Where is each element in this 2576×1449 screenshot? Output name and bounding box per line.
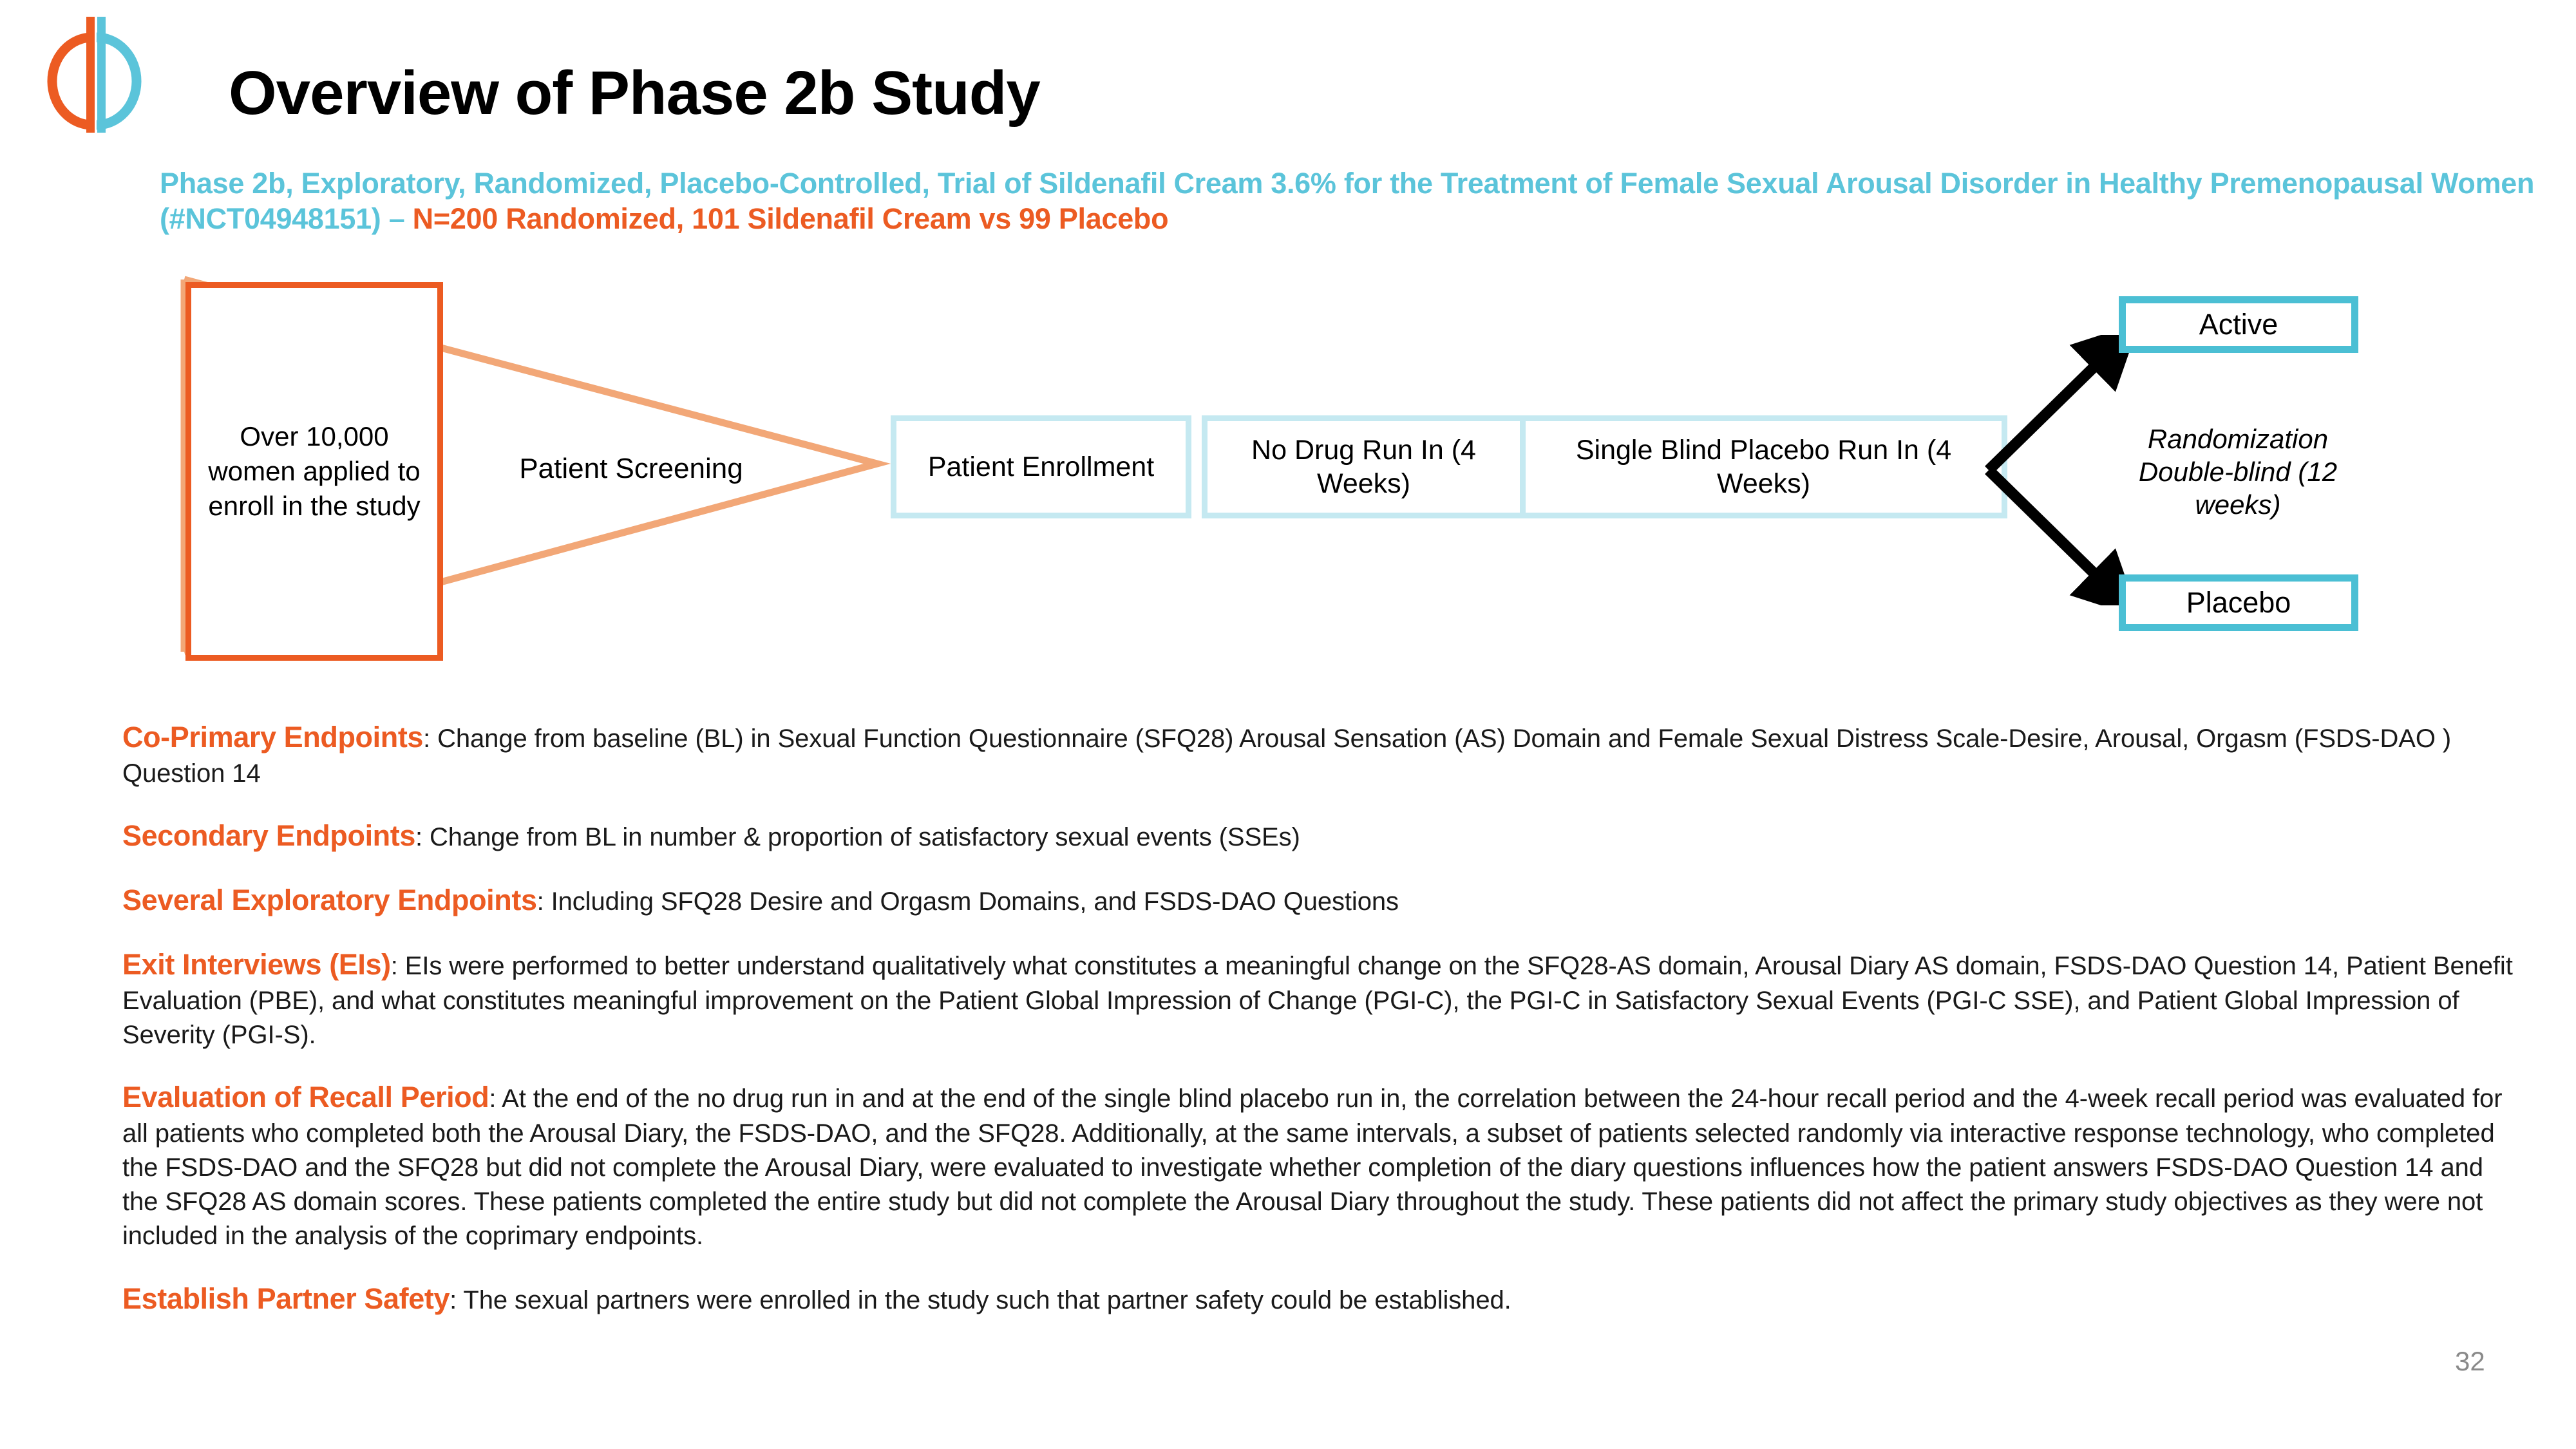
applicants-box: Over 10,000 women applied to enroll in t… — [185, 282, 443, 661]
endpoints-section: Co-Primary Endpoints: Change from baseli… — [122, 692, 2518, 1318]
randomization-fork-arrows-icon — [1985, 335, 2140, 605]
block-exploratory-endpoints-body: : Including SFQ28 Desire and Orgasm Doma… — [536, 887, 1399, 916]
subtitle-orange-part: N=200 Randomized, 101 Sildenafil Cream v… — [412, 202, 1169, 235]
page-number: 32 — [2455, 1346, 2485, 1376]
stage-box-no-drug-run-in-label: No Drug Run In (4 Weeks) — [1251, 434, 1476, 499]
stage-box-patient-enrollment-label: Patient Enrollment — [927, 451, 1155, 482]
block-co-primary-endpoints-lead: Co-Primary Endpoints — [122, 721, 424, 753]
block-exploratory-endpoints: Several Exploratory Endpoints: Including… — [122, 881, 2518, 920]
block-secondary-endpoints-lead: Secondary Endpoints — [122, 819, 415, 853]
block-exit-interviews: Exit Interviews (EIs): EIs were performe… — [122, 945, 2518, 1052]
arm-box-active-label: Active — [2199, 308, 2278, 341]
arm-box-active: Active — [2119, 296, 2358, 353]
block-evaluation-of-recall-period: Evaluation of Recall Period: At the end … — [122, 1078, 2518, 1254]
study-flow-diagram: Over 10,000 women applied to enroll in t… — [0, 270, 2576, 661]
page-title: Overview of Phase 2b Study — [229, 59, 1041, 128]
stage-box-patient-enrollment: Patient Enrollment — [891, 415, 1191, 518]
block-evaluation-of-recall-period-body: : At the end of the no drug run in and a… — [122, 1084, 2503, 1251]
arm-box-placebo: Placebo — [2119, 574, 2358, 631]
block-evaluation-of-recall-period-lead: Evaluation of Recall Period — [122, 1080, 489, 1113]
block-co-primary-endpoints-body: : Change from baseline (BL) in Sexual Fu… — [122, 724, 2452, 788]
stage-box-single-blind-placebo-run-in-label: Single Blind Placebo Run In (4 Weeks) — [1575, 434, 1952, 499]
block-co-primary-endpoints: Co-Primary Endpoints: Change from baseli… — [122, 718, 2518, 791]
subtitle-teal-part: Phase 2b, Exploratory, Randomized, Place… — [160, 167, 2535, 235]
study-subtitle: Phase 2b, Exploratory, Randomized, Place… — [160, 166, 2555, 237]
block-exit-interviews-body: : EIs were performed to better understan… — [122, 951, 2513, 1049]
stage-box-no-drug-run-in: No Drug Run In (4 Weeks) — [1202, 415, 1526, 518]
block-secondary-endpoints: Secondary Endpoints: Change from BL in n… — [122, 817, 2518, 855]
patient-screening-label: Patient Screening — [519, 453, 743, 484]
stage-box-single-blind-placebo-run-in: Single Blind Placebo Run In (4 Weeks) — [1520, 415, 2007, 518]
company-logo — [35, 12, 148, 134]
randomization-label: Randomization Double-blind (12 weeks) — [2138, 424, 2338, 520]
block-establish-partner-safety-body: : The sexual partners were enrolled in t… — [450, 1285, 1511, 1314]
block-establish-partner-safety: Establish Partner Safety: The sexual par… — [122, 1280, 2518, 1318]
block-exploratory-endpoints-lead: Several Exploratory Endpoints — [122, 883, 537, 916]
phi-circle-logo-icon — [47, 17, 142, 133]
block-secondary-endpoints-body: : Change from BL in number & proportion … — [415, 823, 1300, 852]
arm-box-placebo-label: Placebo — [2186, 586, 2291, 619]
block-exit-interviews-lead: Exit Interviews (EIs) — [122, 947, 391, 981]
block-establish-partner-safety-lead: Establish Partner Safety — [122, 1282, 450, 1315]
applicants-box-label: Over 10,000 women applied to enroll in t… — [208, 421, 421, 521]
